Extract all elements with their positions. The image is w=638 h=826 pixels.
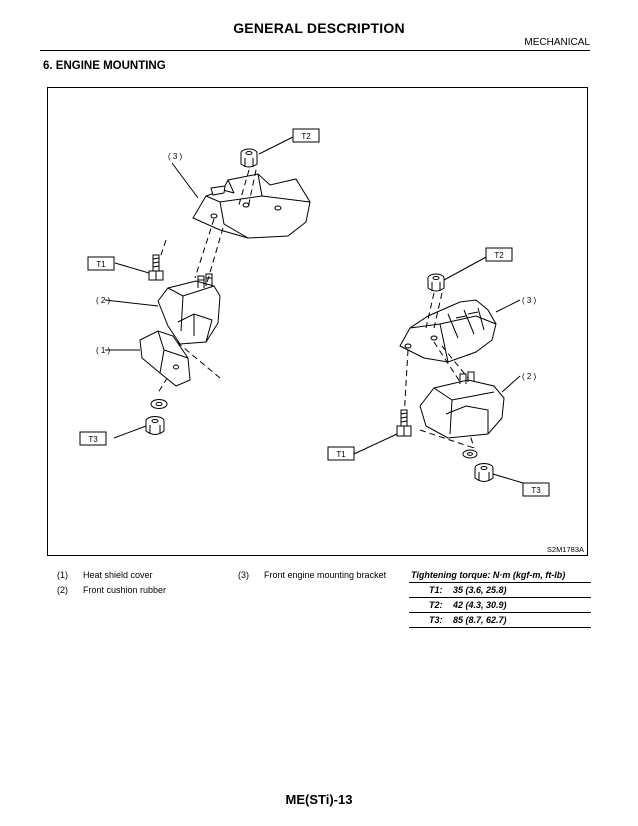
legend-num: (1) xyxy=(57,570,68,580)
torque-title: Tightening torque: N·m (kgf-m, ft-lb) xyxy=(411,570,566,580)
callout-1-left: ( 1 ) xyxy=(96,346,111,355)
leader-t1-right xyxy=(353,433,398,455)
label-box-t3-left xyxy=(79,431,107,446)
leader-t3-left xyxy=(113,425,147,439)
section-title: 6. ENGINE MOUNTING xyxy=(43,60,166,72)
mounting-bracket-left xyxy=(192,173,311,239)
washer-right xyxy=(462,449,478,459)
label-t1-left: T1 xyxy=(96,260,106,269)
legend-label: Front engine mounting bracket xyxy=(264,570,387,580)
torque-row: T3: 85 (8.7, 62.7) xyxy=(409,612,591,628)
callout-2-right: ( 2 ) xyxy=(522,372,537,381)
callout-2-left: ( 2 ) xyxy=(96,296,111,305)
leader-2-right xyxy=(501,375,521,393)
torque-key: T2: xyxy=(429,600,443,610)
label-box-t2-left xyxy=(292,128,320,143)
torque-row: T2: 42 (4.3, 30.9) xyxy=(409,597,591,612)
torque-value: 35 (3.6, 25.8) xyxy=(453,585,507,595)
label-t1-right: T1 xyxy=(336,450,346,459)
torque-value: 85 (8.7, 62.7) xyxy=(453,615,507,625)
label-t2-left: T2 xyxy=(301,132,311,141)
label-t3-left: T3 xyxy=(88,435,98,444)
leader-2-left xyxy=(104,299,159,307)
legend-label: Heat shield cover xyxy=(83,570,153,580)
washer-left xyxy=(150,399,168,409)
legend-num: (2) xyxy=(57,585,68,595)
torque-value: 42 (4.3, 30.9) xyxy=(453,600,507,610)
t1-bolt-right xyxy=(396,409,412,437)
exploded-view-drawing: T2 T1 T3 T2 T1 T3 ( 3 ) ( 2 ) ( 1 ) ( 3 … xyxy=(79,128,584,554)
alignment-lines-left xyxy=(157,169,257,394)
label-box-t1-right xyxy=(327,446,355,461)
torque-row: T1: 35 (3.6, 25.8) xyxy=(409,582,591,597)
header-divider xyxy=(40,50,590,51)
cushion-rubber-right xyxy=(419,371,505,439)
page-number: ME(STi)-13 xyxy=(285,792,353,807)
t2-nut-left xyxy=(240,148,258,168)
t2-nut-right xyxy=(427,273,445,292)
torque-table: Tightening torque: N·m (kgf-m, ft-lb) T1… xyxy=(409,570,591,628)
label-box-t3-right xyxy=(522,482,550,497)
torque-key: T3: xyxy=(429,615,443,625)
torque-key: T1: xyxy=(429,585,443,595)
leader-t2-left xyxy=(258,136,294,155)
engine-mounting-figure: T2 T1 T3 T2 T1 T3 ( 3 ) ( 2 ) ( 1 ) ( 3 … xyxy=(47,87,588,556)
label-box-t2-right xyxy=(485,247,513,262)
leader-t1-left xyxy=(114,262,150,274)
cushion-rubber-left xyxy=(157,273,221,345)
callout-3-right: ( 3 ) xyxy=(522,296,537,305)
leader-t2-right xyxy=(443,255,489,281)
legend-label: Front cushion rubber xyxy=(83,585,167,595)
leader-t3-right xyxy=(492,473,524,484)
t3-nut-left xyxy=(145,416,165,435)
category-label: MECHANICAL xyxy=(524,37,590,48)
leader-3-right xyxy=(495,299,521,313)
label-box-t1-left xyxy=(87,256,115,271)
t3-nut-right xyxy=(474,463,494,482)
label-t2-right: T2 xyxy=(494,251,504,260)
mounting-bracket-right xyxy=(399,299,497,363)
leader-3-left xyxy=(171,162,199,199)
callout-3-left: ( 3 ) xyxy=(168,152,183,161)
t1-bolt-left xyxy=(148,254,164,281)
page-title: GENERAL DESCRIPTION xyxy=(233,20,405,36)
legend-num: (3) xyxy=(238,570,249,580)
figure-code: S2M1783A xyxy=(547,545,584,554)
label-t3-right: T3 xyxy=(531,486,541,495)
heat-shield-cover-left xyxy=(139,330,191,387)
